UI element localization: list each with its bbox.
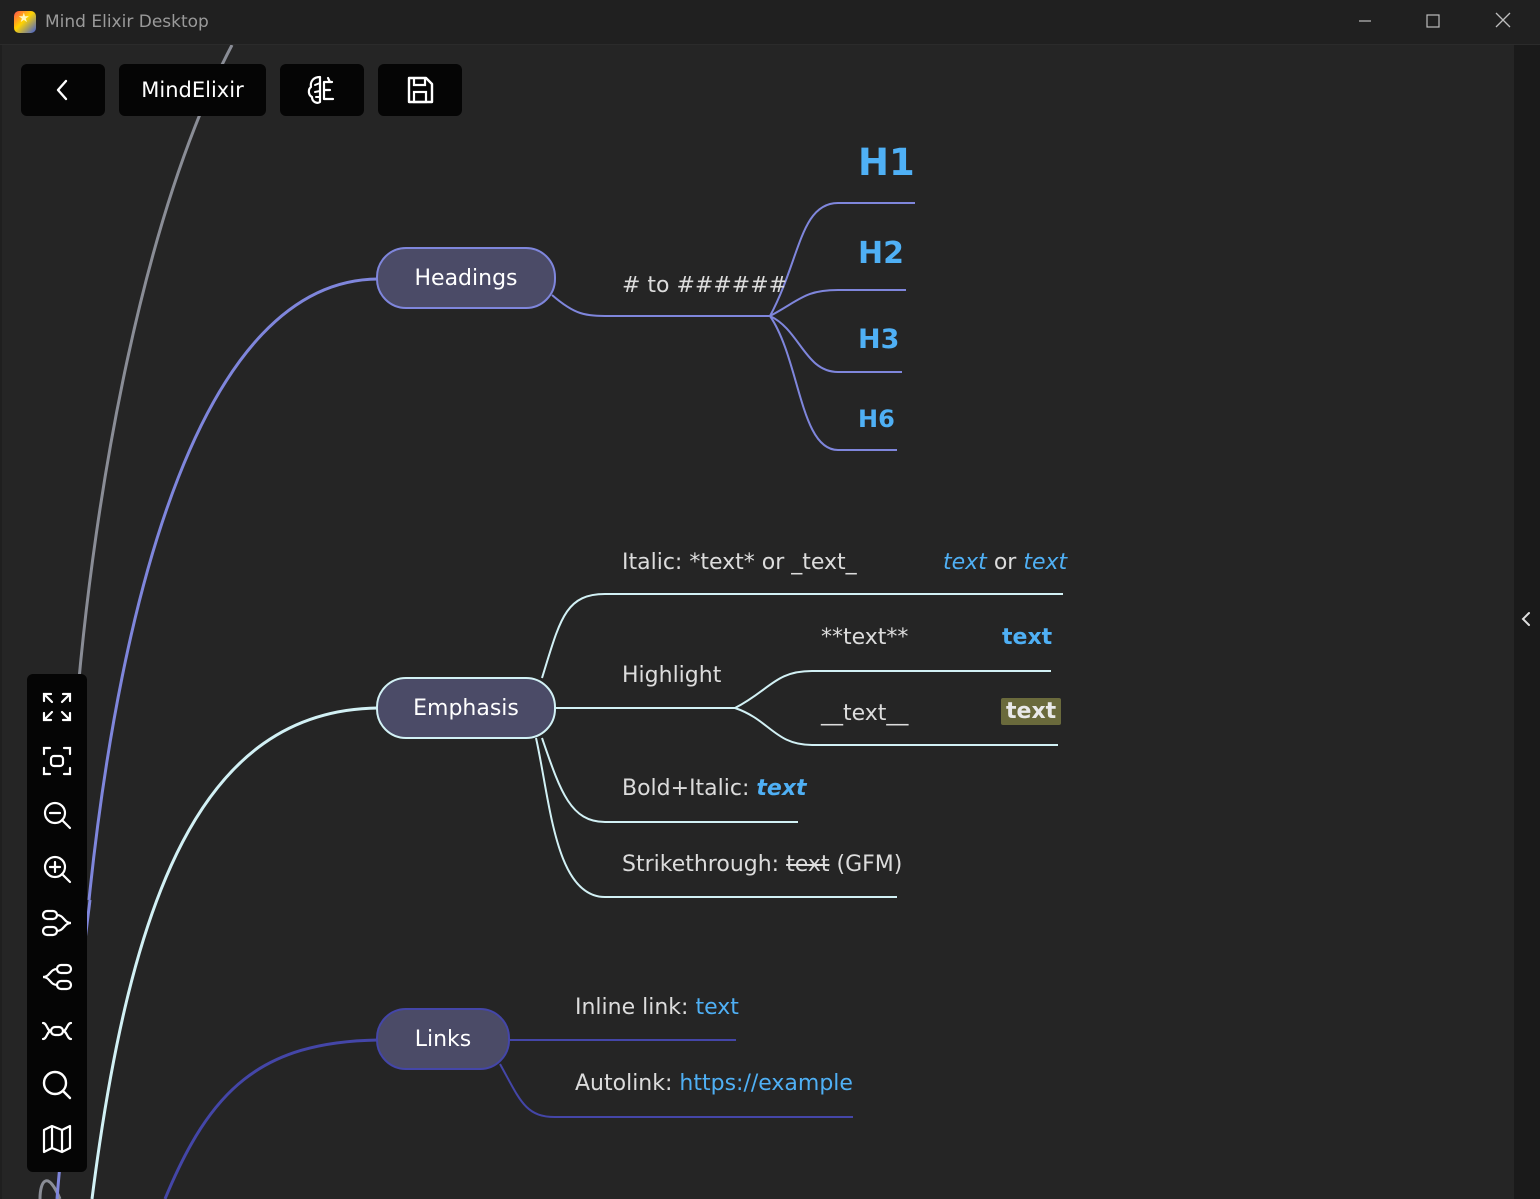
view-toolbar — [27, 674, 87, 1172]
node-links-label: Links — [414, 1026, 472, 1052]
close-icon[interactable] — [1468, 0, 1538, 45]
italic-item[interactable]: Italic: *text* or _text_ — [622, 550, 857, 575]
brain-icon — [307, 75, 335, 104]
save-button[interactable] — [378, 64, 462, 116]
layout-right-icon[interactable] — [37, 903, 77, 943]
heading-h2[interactable]: H2 — [858, 236, 904, 271]
node-emphasis[interactable]: Emphasis — [376, 677, 556, 739]
search-icon[interactable] — [37, 1065, 77, 1105]
bold-italic-sample: text — [756, 776, 807, 801]
autolink-link[interactable]: https://example — [679, 1071, 853, 1096]
strikethrough-syntax: Strikethrough: — [622, 852, 780, 877]
minimize-icon[interactable] — [1330, 0, 1400, 45]
fullscreen-icon[interactable] — [37, 687, 77, 727]
app-logo-icon: ★ — [14, 11, 36, 33]
back-arrow-icon — [56, 79, 68, 101]
save-icon — [407, 76, 434, 104]
title-bar: ★ Mind Elixir Desktop — [0, 0, 1540, 45]
headings-rule-text[interactable]: # to ###### — [622, 273, 788, 298]
zoom-out-icon[interactable] — [37, 795, 77, 835]
maximize-icon[interactable] — [1398, 0, 1468, 45]
heading-h6[interactable]: H6 — [858, 405, 895, 433]
ai-brain-button[interactable] — [280, 64, 364, 116]
node-headings[interactable]: Headings — [376, 247, 556, 309]
chevron-left-icon — [1521, 612, 1530, 626]
bold-italic-syntax: Bold+Italic: — [622, 776, 750, 801]
layout-left-icon[interactable] — [37, 957, 77, 997]
italic-syntax: Italic: *text* or _text_ — [622, 550, 857, 575]
italic-sample-1: text — [943, 550, 987, 575]
mark-sample-wrap: text — [1001, 698, 1062, 725]
window-title: Mind Elixir Desktop — [45, 12, 209, 32]
back-button[interactable] — [21, 64, 105, 116]
inline-link-item[interactable]: Inline link: text — [575, 995, 739, 1020]
bold-syntax[interactable]: **text** — [821, 625, 909, 650]
italic-sample-2: text — [1023, 550, 1068, 575]
autolink-item[interactable]: Autolink: https://example — [575, 1071, 853, 1096]
mark-syntax[interactable]: __text__ — [821, 701, 909, 726]
node-links[interactable]: Links — [376, 1008, 510, 1070]
center-icon[interactable] — [37, 741, 77, 781]
map-name-button[interactable]: MindElixir — [119, 64, 266, 116]
zoom-in-icon[interactable] — [37, 849, 77, 889]
mark-sample: text — [1001, 698, 1062, 725]
bold-italic-item[interactable]: Bold+Italic: text — [622, 776, 807, 801]
node-emphasis-label: Emphasis — [413, 695, 519, 721]
layout-both-icon[interactable] — [37, 1011, 77, 1051]
highlight-item[interactable]: Highlight — [622, 663, 722, 688]
italic-or: or — [993, 550, 1017, 575]
autolink-prefix: Autolink: — [575, 1071, 673, 1096]
map-name-label: MindElixir — [141, 78, 244, 102]
strikethrough-suffix: (GFM) — [836, 852, 903, 877]
inline-link-prefix: Inline link: — [575, 995, 689, 1020]
mind-map-canvas[interactable]: Headings Emphasis Links # to ###### H1 H… — [2, 45, 1514, 1199]
strikethrough-sample: text — [786, 852, 830, 877]
italic-samples: text or text — [943, 550, 1067, 575]
heading-h1[interactable]: H1 — [858, 141, 915, 184]
node-headings-label: Headings — [414, 265, 518, 291]
heading-h3[interactable]: H3 — [858, 324, 900, 355]
branch-lines — [38, 45, 1063, 1199]
bold-sample: text — [1002, 625, 1053, 650]
strikethrough-item[interactable]: Strikethrough: text (GFM) — [622, 852, 902, 877]
side-panel-toggle[interactable] — [1514, 45, 1540, 1199]
inline-link[interactable]: text — [695, 995, 739, 1020]
minimap-icon[interactable] — [37, 1119, 77, 1159]
